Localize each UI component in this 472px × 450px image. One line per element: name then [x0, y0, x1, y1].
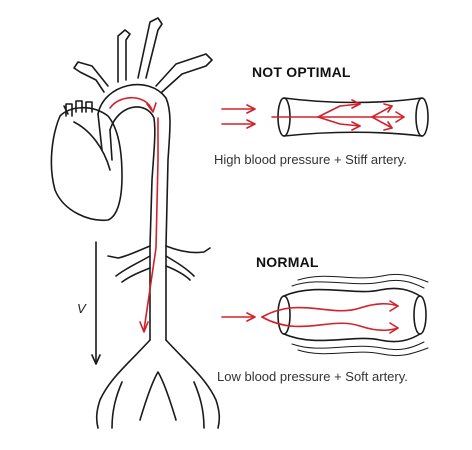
- velocity-label: V: [77, 301, 86, 316]
- heart-icon: [50, 100, 123, 222]
- normal-heading: NORMAL: [256, 254, 319, 270]
- soft-artery-motion-lines: [291, 273, 429, 357]
- not-optimal-heading: NOT OPTIMAL: [252, 64, 351, 80]
- stiff-internal-flow: [271, 99, 405, 131]
- velocity-arrow: [91, 241, 101, 365]
- soft-inflow-arrow: [221, 312, 256, 322]
- soft-internal-flow: [261, 300, 399, 334]
- stiff-inflow-arrows: [221, 104, 256, 129]
- not-optimal-caption: High blood pressure + Stiff artery.: [214, 152, 407, 167]
- aorta-flow-arrow: [109, 96, 159, 333]
- aorta-outline: [73, 17, 221, 429]
- normal-caption: Low blood pressure + Soft artery.: [217, 369, 408, 384]
- soft-artery-tube: [277, 287, 427, 343]
